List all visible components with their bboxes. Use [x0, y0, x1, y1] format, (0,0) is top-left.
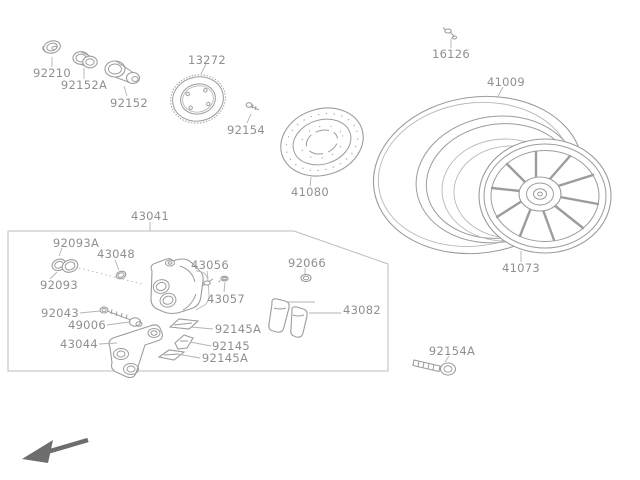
part-label-92145a-upper: 92145A	[215, 322, 261, 336]
part-drawing-screw-92154	[245, 102, 260, 111]
part-drawing-shim-92145	[174, 334, 194, 350]
part-label-92154: 92154	[227, 123, 265, 137]
part-drawing-pad-spring-upper-92145a	[168, 318, 200, 330]
part-label-43056: 43056	[191, 258, 229, 272]
part-label-92145: 92145	[212, 339, 250, 353]
part-label-92210: 92210	[33, 66, 71, 80]
part-drawing-sensor-ring-13272	[168, 72, 228, 126]
part-label-43044: 43044	[60, 337, 98, 351]
part-drawing-valve-cap-43057	[218, 275, 229, 283]
part-label-92093a: 92093A	[53, 236, 99, 250]
part-label-41080: 41080	[291, 185, 329, 199]
leader-lines	[49, 39, 522, 363]
part-label-92152a: 92152A	[61, 78, 107, 92]
part-drawing-oring-43048	[115, 270, 127, 280]
part-label-13272: 13272	[188, 53, 226, 67]
dashed-alignment-line	[78, 267, 143, 285]
part-label-43057: 43057	[207, 292, 245, 306]
part-drawing-disc-41080	[280, 107, 364, 177]
part-label-43082: 43082	[343, 303, 381, 317]
part-drawing-cap-92210	[42, 40, 61, 54]
part-drawing-seal-92093	[61, 259, 79, 273]
part-label-49006: 49006	[68, 318, 106, 332]
part-drawing-nut-92066	[300, 273, 312, 283]
part-label-41009: 41009	[487, 75, 525, 89]
part-drawing-bleed-valve-43056	[202, 278, 214, 287]
part-label-92145a-lower: 92145A	[202, 351, 248, 365]
part-label-16126: 16126	[432, 47, 470, 61]
part-label-92154a: 92154A	[429, 344, 475, 358]
part-drawing-pad-spring-lower-92145a	[157, 349, 186, 361]
part-label-43041: 43041	[131, 209, 169, 223]
part-label-92066: 92066	[288, 256, 326, 270]
part-drawing-bolt-92043	[99, 306, 132, 321]
part-label-41073: 41073	[502, 261, 540, 275]
part-drawing-collar-92152a	[72, 51, 98, 69]
front-direction-arrow-icon	[22, 437, 89, 463]
wheel-spokes	[490, 150, 600, 242]
part-drawing-caliper-43041	[150, 258, 210, 315]
part-label-43048: 43048	[97, 247, 135, 261]
part-drawing-wheel-41073	[478, 138, 612, 254]
part-label-92093: 92093	[40, 278, 78, 292]
part-drawing-axle-bolt-92154a	[412, 359, 457, 376]
part-label-92152: 92152	[110, 96, 148, 110]
assembly-box-outline	[7, 230, 389, 372]
part-label-92043: 92043	[41, 306, 79, 320]
part-drawing-brake-pads-43082	[268, 298, 308, 338]
part-drawing-collar-92152	[104, 60, 141, 85]
part-drawing-boot-49006	[128, 317, 143, 327]
part-drawing-valve-16126	[442, 27, 457, 40]
part-labels: 92210 92152A 92152 13272 92154 41080 161…	[33, 47, 540, 365]
part-drawing-bracket-43044	[108, 324, 163, 379]
